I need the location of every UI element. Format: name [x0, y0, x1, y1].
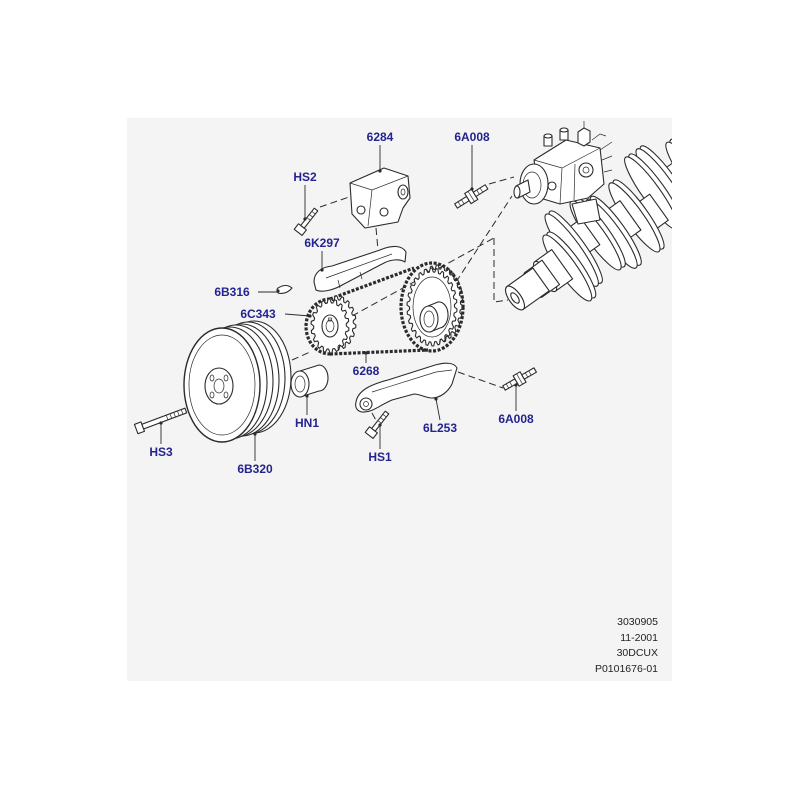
crankshaft: [504, 138, 672, 311]
callout-6268: 6268: [353, 364, 380, 378]
sleeve-hn1: [290, 364, 329, 398]
tensioner-arm: [355, 362, 458, 413]
crankshaft-nose-bore: [510, 292, 520, 304]
callout-6k297: 6K297: [304, 236, 340, 250]
leader-lines: [159, 145, 518, 461]
callout-hs2: HS2: [293, 170, 317, 184]
callout-hs1: HS1: [368, 450, 392, 464]
callout-hn1: HN1: [295, 416, 319, 430]
stud-6a008-right: [502, 367, 537, 391]
callout-hs3: HS3: [149, 445, 173, 459]
tensioner-bracket: [349, 167, 411, 229]
reference-date: 11-2001: [620, 632, 658, 644]
callout-6b316: 6B316: [214, 285, 250, 299]
crankshaft-web: [669, 138, 672, 213]
callout-6l253: 6L253: [423, 421, 457, 435]
reference-illustration-id: P0101676-01: [595, 663, 658, 675]
callout-6a008-right: 6A008: [498, 412, 534, 426]
callout-6a008-top: 6A008: [454, 130, 490, 144]
drawing-reference: 3030905 11-2001 30DCUX P0101676-01: [595, 616, 658, 675]
chain-guide: [313, 245, 407, 292]
bolt-hs2: [293, 207, 319, 236]
callout-6c343: 6C343: [240, 307, 276, 321]
crankshaft-pulley: [183, 320, 292, 443]
parts-artwork: [133, 121, 672, 461]
fuel-injection-pump: [513, 121, 613, 225]
stud-6a008-top: [454, 184, 489, 209]
callout-6284: 6284: [367, 130, 394, 144]
timing-chain: [304, 266, 429, 356]
reference-code: 30DCUX: [617, 647, 658, 659]
callouts: 6284 6A008 HS2 6K297 6B316 6C343 6268 6A…: [149, 130, 534, 476]
crankshaft-web: [665, 141, 672, 216]
callout-6b320: 6B320: [237, 462, 273, 476]
bolt-hs3: [133, 407, 188, 435]
bolt-hs1: [364, 410, 390, 439]
reference-number: 3030905: [617, 616, 658, 628]
pump-sprocket: [399, 261, 465, 353]
crankshaft-sprocket: [310, 295, 357, 354]
